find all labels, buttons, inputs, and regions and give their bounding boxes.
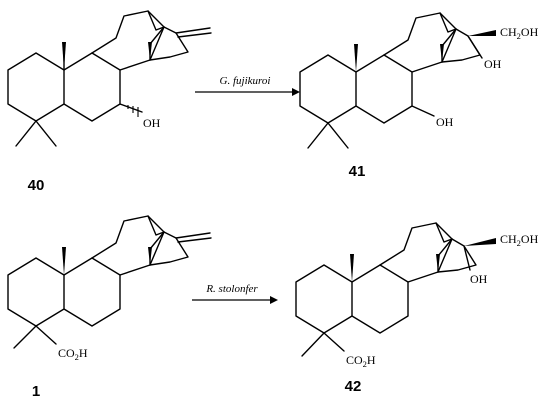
- hydroxyl-bottom-label-41: OH: [436, 115, 454, 129]
- hydroxyl-label-42: OH: [470, 272, 488, 286]
- reaction-arrow-1-head: [292, 88, 300, 96]
- carboxylic-acid-label-42: CO2H: [346, 353, 376, 369]
- ch2oh-label-42: CH2OH: [500, 232, 539, 248]
- compound-number-42: 42: [345, 378, 362, 395]
- compound-number-41: 41: [349, 163, 366, 180]
- ch2oh-label-41: CH2OH: [500, 25, 539, 41]
- organism-label-2: R. stolonfer: [205, 283, 258, 295]
- hydroxyl-top-label-41: OH: [484, 57, 502, 71]
- compound-number-40: 40: [28, 177, 45, 194]
- structure-42: [295, 222, 496, 357]
- organism-label-1: G. fujikuroi: [220, 75, 271, 87]
- compound-number-1: 1: [32, 383, 40, 400]
- hydroxyl-label-40: OH: [143, 116, 161, 130]
- structure-1: [7, 215, 212, 349]
- reaction-arrow-2-head: [270, 296, 278, 304]
- carboxylic-acid-label-1: CO2H: [58, 346, 88, 362]
- structure-41: [299, 12, 496, 149]
- structure-40: [7, 10, 212, 147]
